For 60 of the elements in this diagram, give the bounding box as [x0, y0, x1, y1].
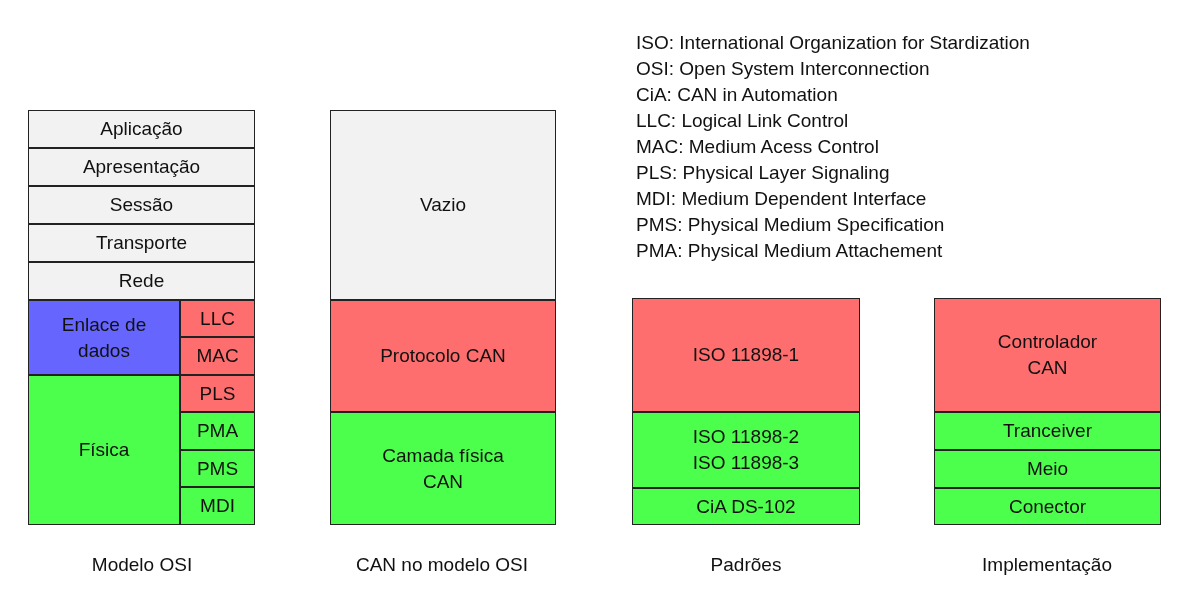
layer-label: Rede	[118, 269, 165, 293]
layer-label: ISO 11898-2	[692, 425, 800, 449]
sublayer-box	[180, 450, 255, 487]
layer-box	[330, 300, 556, 412]
layer-box	[28, 375, 180, 525]
layer-box	[330, 110, 556, 300]
layer-label: Transporte	[95, 231, 188, 255]
column-caption: CAN no modelo OSI	[355, 554, 529, 576]
layer-label: ISO 11898-1	[692, 343, 800, 367]
layer-label: PMA	[196, 419, 239, 443]
layer-label: ISO 11898-3	[692, 451, 800, 475]
layer-label: LLC	[200, 306, 235, 331]
column-caption: Modelo OSI	[91, 554, 193, 576]
layer-label: Controlador CAN	[996, 330, 1099, 380]
abbreviation-note: OSI: Open System Interconnection	[636, 58, 930, 80]
layer-label: PMS	[196, 456, 239, 481]
layer-box	[28, 148, 255, 186]
sublayer-box	[180, 337, 255, 375]
layer-label: Aplicação	[100, 117, 183, 141]
layer-label: MAC	[196, 344, 239, 368]
abbreviation-note: MDI: Medium Dependent Interface	[636, 188, 927, 210]
layer-box	[28, 224, 255, 262]
layer-box	[28, 110, 255, 148]
abbreviation-note: MAC: Medium Acess Control	[636, 136, 879, 158]
sublayer-box	[180, 300, 255, 337]
abbreviation-note: LLC: Logical Link Control	[636, 110, 849, 132]
layer-label: Tranceiver	[1002, 419, 1092, 443]
layer-box	[330, 412, 556, 525]
column-caption: Padrões	[710, 554, 782, 576]
component-box	[934, 488, 1161, 525]
layer-label: MDI	[200, 494, 235, 518]
standard-box	[632, 412, 860, 488]
abbreviation-note: CiA: CAN in Automation	[636, 84, 838, 106]
layer-label: Física	[78, 438, 130, 462]
column-caption: Implementação	[982, 554, 1112, 576]
layer-label: Protocolo CAN	[380, 344, 506, 368]
abbreviation-note: ISO: International Organization for Stardization	[636, 32, 1030, 54]
layer-label: Enlace de dados	[60, 312, 148, 363]
component-box	[934, 412, 1161, 450]
abbreviation-note: PMA: Physical Medium Attachement	[636, 240, 943, 262]
layer-box	[28, 262, 255, 300]
layer-box	[28, 186, 255, 224]
layer-label: Apresentação	[82, 155, 201, 179]
component-box	[934, 298, 1161, 412]
component-box	[934, 450, 1161, 488]
layer-label: Conector	[1008, 494, 1087, 519]
layer-label: Meio	[1026, 457, 1069, 481]
abbreviation-note: PLS: Physical Layer Signaling	[636, 162, 890, 184]
abbreviation-note: PMS: Physical Medium Specification	[636, 214, 945, 236]
sublayer-box	[180, 487, 255, 525]
layer-label: Sessão	[109, 193, 174, 217]
layer-label: Vazio	[419, 193, 467, 217]
layer-label: Camada física CAN	[381, 443, 505, 494]
standard-box	[632, 488, 860, 525]
layer-box	[28, 300, 180, 375]
sublayer-box	[180, 412, 255, 450]
standard-box	[632, 298, 860, 412]
sublayer-box	[180, 375, 255, 412]
layer-label: CiA DS-102	[696, 494, 796, 519]
layer-label: PLS	[199, 381, 236, 406]
